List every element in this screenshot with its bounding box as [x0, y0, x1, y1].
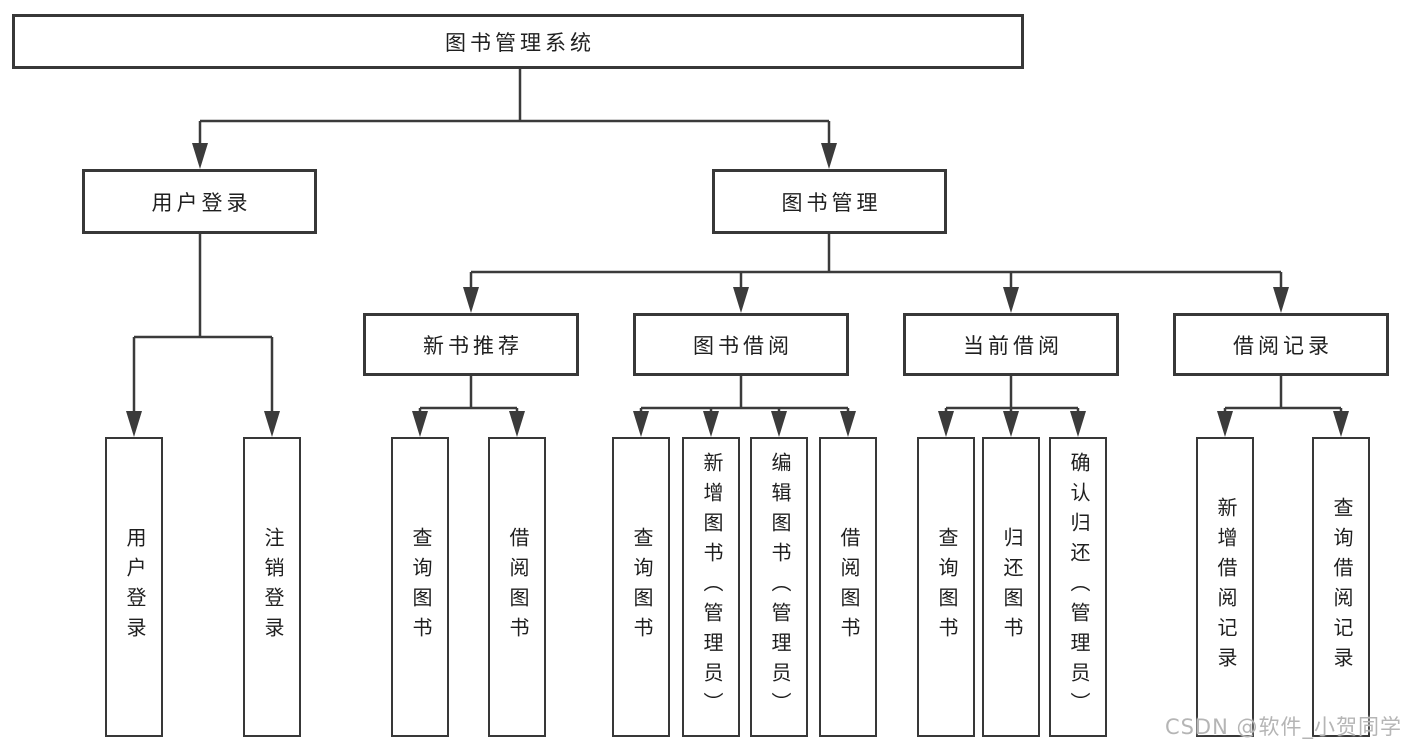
node-library-management-system: 图书管理系统	[12, 14, 1024, 69]
leaf-bb-query-books: 查询图书	[612, 437, 670, 737]
node-book-borrowing: 图书借阅	[633, 313, 849, 376]
node-borrowing-records: 借阅记录	[1173, 313, 1389, 376]
arrowheads	[126, 143, 1349, 437]
leaf-bb-borrow-books: 借阅图书	[819, 437, 877, 737]
leaf-bb-add-books-admin: 新增图书（管理员）	[682, 437, 740, 737]
leaf-cb-return-books: 归还图书	[982, 437, 1040, 737]
node-user-login: 用户登录	[82, 169, 317, 234]
csdn-watermark: CSDN @软件_小贺同学	[1164, 715, 1402, 739]
leaf-cb-query-books: 查询图书	[917, 437, 975, 737]
leaf-cb-confirm-return-admin: 确认归还（管理员）	[1049, 437, 1107, 737]
leaf-user-login: 用户登录	[105, 437, 163, 737]
leaf-br-add-borrow-record: 新增借阅记录	[1196, 437, 1254, 737]
leaf-nbr-borrow-books: 借阅图书	[488, 437, 546, 737]
leaf-logout: 注销登录	[243, 437, 301, 737]
node-book-management: 图书管理	[712, 169, 947, 234]
leaf-br-query-borrow-record: 查询借阅记录	[1312, 437, 1370, 737]
leaf-nbr-query-books: 查询图书	[391, 437, 449, 737]
node-current-borrowing: 当前借阅	[903, 313, 1119, 376]
leaf-bb-edit-books-admin: 编辑图书（管理员）	[750, 437, 808, 737]
node-new-book-recommendation: 新书推荐	[363, 313, 579, 376]
